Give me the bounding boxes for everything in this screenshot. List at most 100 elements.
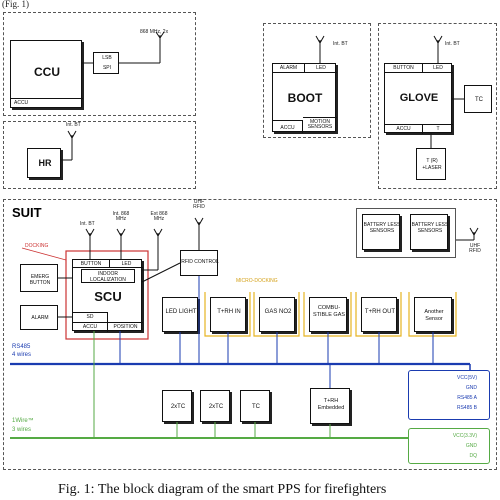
boot-region (263, 23, 371, 138)
hr-region (3, 121, 196, 189)
alarm-block: ALARM (20, 305, 58, 330)
scu-led: LED (110, 260, 143, 268)
scu-label: SCU (94, 289, 122, 304)
suit-uhf-rfid-side-label: UHF RFID (469, 243, 481, 255)
emerg-button-block: EMERG BUTTON (20, 264, 58, 292)
trh-in-block: T+RH IN (210, 297, 246, 332)
uhf-side-antenna-icon (456, 227, 479, 241)
suit-antenna-int-bt-label: Int. BT (80, 221, 95, 227)
rs485-drops (119, 276, 434, 388)
boot-alarm: ALARM (273, 64, 305, 73)
tc-block-2: 2xTC (200, 390, 230, 422)
rfid-antenna-icon (194, 217, 204, 250)
ccu-radio-label: 868 MHz, 2x (140, 29, 169, 35)
combustible-gas-label: COMBU-STIBLE GAS (312, 305, 346, 318)
glove-tr-laser-block: T (R) +LASER (416, 148, 446, 180)
glove-tr-laser-label: T (R) +LASER (422, 158, 442, 171)
scu-868-antenna-icon (116, 228, 126, 259)
scu-indoor-localization: INDOOR LOCALIZATION (81, 269, 135, 283)
glove-led: LED (423, 64, 453, 73)
scu-bt-antenna-icon (85, 228, 95, 259)
glove-block: BUTTON LED GLOVE ACCU T (384, 63, 453, 134)
boot-label: BOOT (287, 91, 323, 105)
tc-block-3: TC (240, 390, 270, 422)
gas-no2-block: GAS NO2 (259, 297, 295, 332)
another-sensor-label: Another Sensor (424, 309, 444, 322)
emerg-button-label: EMERG BUTTON (29, 274, 51, 286)
rs485-legend: VCC(5V) GND RS485 A RS485 B (408, 370, 490, 420)
rs-legend-gnd: GND (465, 385, 477, 391)
trh-embedded-block: T+RH Embedded (310, 388, 350, 424)
hr-antenna-icon (61, 130, 77, 161)
header-fragment: (Fig. 1) (2, 0, 29, 9)
scu-accu: ACCU (73, 322, 108, 332)
rs485-wires-label: 4 wires (12, 352, 32, 358)
boot-block: ALARM LED BOOT ACCU MOTION SENSORS (272, 63, 337, 133)
glove-tc-label: TC (475, 97, 483, 103)
trh-in-label: T+RH IN (217, 309, 241, 315)
docking-label: DOCKING (25, 243, 49, 249)
trh-embedded-label: T+RH Embedded (317, 398, 345, 411)
boot-motion-sensors: MOTION SENSORS (303, 117, 337, 133)
boot-antenna-icon (315, 35, 325, 63)
scu-button: BUTTON (73, 260, 110, 268)
spi-label: SPI (102, 65, 112, 71)
rs-legend-a: RS485 A (457, 395, 477, 401)
boot-accu: ACCU (273, 120, 303, 133)
tc-1-label: 2xTC (170, 404, 186, 410)
boot-antenna-label: Int. BT (333, 41, 348, 47)
suit-title: SUIT (12, 205, 42, 220)
rs485-label: RS485 (12, 344, 31, 350)
scu-block: BUTTON LED INDOOR LOCALIZATION SCU SD AC… (72, 259, 143, 332)
ccu-region (3, 12, 196, 116)
tc-2-label: 2xTC (208, 404, 224, 410)
trh-out-block: T+RH OUT (361, 297, 397, 332)
lsb-spi-block: LSB SPI (93, 52, 119, 74)
rs-legend-vcc: VCC(5V) (456, 375, 477, 381)
micro-docking-label: MICRO-DOCKING (236, 278, 278, 284)
rs-legend-b: RS485 B (456, 405, 477, 411)
scu-sd: SD (73, 312, 108, 322)
onewire-label: 1Wire™ (12, 418, 34, 424)
glove-antenna-label: Int. BT (445, 41, 460, 47)
glove-label: GLOVE (399, 92, 439, 104)
micro-docking-brackets (204, 292, 457, 337)
ow-legend-vcc: VCC(3.3V) (452, 433, 477, 439)
led-light-block: LED LIGHT (162, 297, 198, 332)
glove-button: BUTTON (385, 64, 423, 73)
docking-outline (65, 250, 149, 340)
ow-legend-gnd: GND (465, 443, 477, 449)
rfid-control-block: RFID CONTROL (180, 250, 219, 276)
tc-3-label: TC (252, 404, 260, 410)
battery-less-1-label: BATTERY LESS SENSORS (363, 222, 401, 235)
suit-region (3, 199, 497, 470)
onewire-drops (93, 331, 331, 438)
suit-antenna-ext-868-label: Ext 868 MHz (150, 211, 168, 223)
ccu-block: CCU ACCU (10, 40, 83, 108)
suit-uhf-rfid-top-label: UHF RFID (193, 199, 205, 211)
hr-antenna-label: Int. BT (66, 122, 81, 128)
scu-ext-868-antenna-icon (142, 228, 163, 271)
ccu-antenna-icon (155, 31, 165, 45)
tc-block-1: 2xTC (162, 390, 192, 422)
another-sensor-block: Another Sensor (414, 297, 452, 332)
ow-legend-dq: DQ (469, 453, 478, 459)
suit-antenna-int-868-label: Int. 868 MHz (112, 211, 130, 223)
alarm-label: ALARM (31, 315, 49, 321)
combustible-gas-block: COMBU-STIBLE GAS (309, 297, 347, 332)
onewire-legend: VCC(3.3V) GND DQ (408, 428, 490, 464)
glove-antenna-icon (433, 35, 443, 63)
led-light-label: LED LIGHT (165, 309, 197, 315)
ccu-label: CCU (34, 65, 60, 79)
onewire-wires-label: 3 wires (12, 427, 32, 433)
glove-t: T (423, 124, 453, 134)
battery-less-2-label: BATTERY LESS SENSORS (411, 222, 449, 235)
battery-less-sensors-1: BATTERY LESS SENSORS (362, 214, 400, 250)
figure-caption: Fig. 1: The block diagram of the smart P… (58, 482, 387, 497)
battery-less-sensors-2: BATTERY LESS SENSORS (410, 214, 448, 250)
lsb-label: LSB (102, 55, 112, 61)
hr-block: HR (27, 148, 61, 178)
boot-led: LED (305, 64, 337, 73)
gas-no2-label: GAS NO2 (264, 309, 292, 315)
